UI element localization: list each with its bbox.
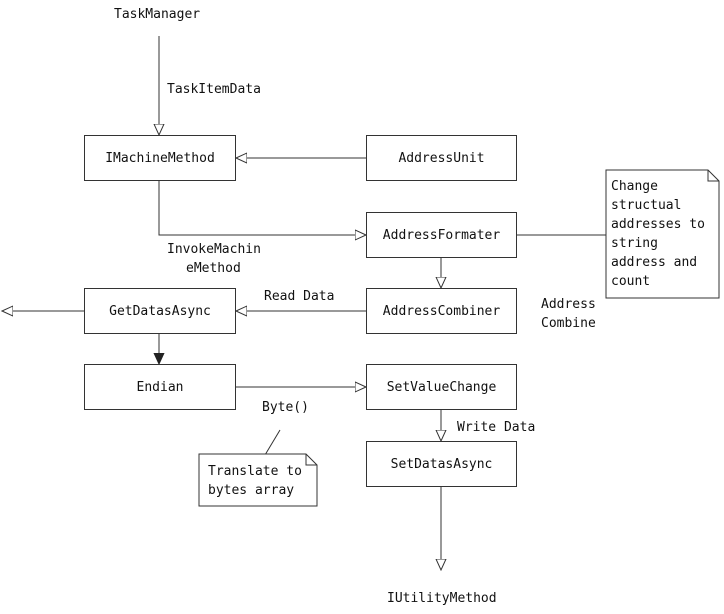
note-translate-text: Translate to bytes array xyxy=(208,464,302,498)
node-addresscombiner: AddressCombiner xyxy=(366,288,517,334)
label-taskmanager: TaskManager xyxy=(114,7,201,22)
note-translate-shape xyxy=(198,453,318,507)
note-change-structural-fold xyxy=(707,170,719,182)
label-address-combine-1: Address xyxy=(541,297,596,312)
label-read-data: Read Data xyxy=(264,289,335,304)
label-taskitemdata: TaskItemData xyxy=(167,82,261,97)
label-iutilitymethod: IUtilityMethod xyxy=(387,591,497,606)
node-setvaluechange: SetValueChange xyxy=(366,364,517,410)
node-setdatasasync: SetDatasAsync xyxy=(366,441,517,487)
node-imachinemethod: IMachineMethod xyxy=(84,135,236,181)
label-invoke-2: eMethod xyxy=(186,261,241,276)
note-change-structural-shape xyxy=(605,169,720,299)
note-change-structural-text: Change structual addresses to string add… xyxy=(611,179,705,289)
node-endian: Endian xyxy=(84,364,236,410)
node-addressformater: AddressFormater xyxy=(366,212,517,258)
label-byte: Byte() xyxy=(262,400,309,415)
label-write-data: Write Data xyxy=(457,420,536,435)
label-address-combine-2: Combine xyxy=(541,316,596,331)
node-getdatasasync: GetDatasAsync xyxy=(84,288,236,334)
edge-imachine-addressformater xyxy=(158,181,366,235)
label-invoke-1: InvokeMachin xyxy=(167,242,261,257)
node-addressunit: AddressUnit xyxy=(366,135,517,181)
note-translate-fold xyxy=(305,454,317,466)
